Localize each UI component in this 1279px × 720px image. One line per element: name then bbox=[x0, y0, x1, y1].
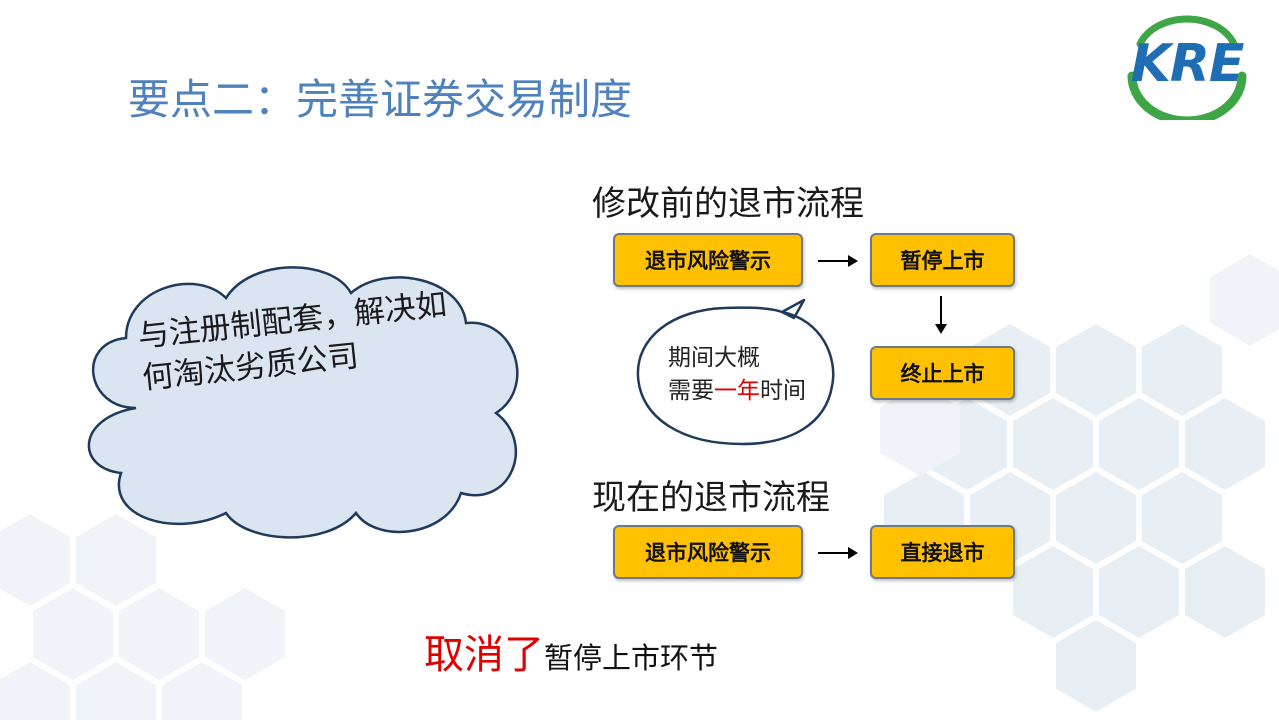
page-title: 要点二：完善证券交易制度 bbox=[128, 75, 633, 124]
arrow-right-icon bbox=[818, 547, 858, 559]
bottom-note: 取消了暂停上市环节 bbox=[424, 622, 718, 680]
bubble-line-1: 期间大概 bbox=[668, 345, 760, 371]
after-flow-title: 现在的退市流程 bbox=[592, 478, 830, 518]
before-step-suspend: 暂停上市 bbox=[870, 233, 1015, 287]
speech-bubble bbox=[636, 298, 835, 446]
bubble-highlight: 一年 bbox=[714, 378, 760, 404]
arrow-right-icon bbox=[818, 255, 858, 267]
arrow-down-icon bbox=[935, 296, 947, 334]
before-step-terminate: 终止上市 bbox=[870, 346, 1015, 400]
kre-logo: KRE bbox=[1112, 14, 1262, 126]
after-step-direct-delist: 直接退市 bbox=[870, 525, 1015, 579]
before-step-risk-warning: 退市风险警示 bbox=[613, 233, 803, 287]
logo-text: KRE bbox=[1130, 34, 1245, 94]
bottom-note-text: 暂停上市环节 bbox=[544, 641, 719, 675]
bottom-note-highlight: 取消了 bbox=[424, 632, 544, 678]
before-flow-title: 修改前的退市流程 bbox=[592, 184, 864, 224]
bubble-prefix: 需要 bbox=[668, 378, 714, 404]
bubble-line-2: 需要一年时间 bbox=[668, 375, 848, 408]
cloud-callout bbox=[87, 266, 519, 539]
bubble-text: 期间大概 需要一年时间 bbox=[668, 342, 848, 408]
after-step-risk-warning: 退市风险警示 bbox=[613, 525, 803, 579]
bubble-suffix: 时间 bbox=[760, 378, 806, 404]
